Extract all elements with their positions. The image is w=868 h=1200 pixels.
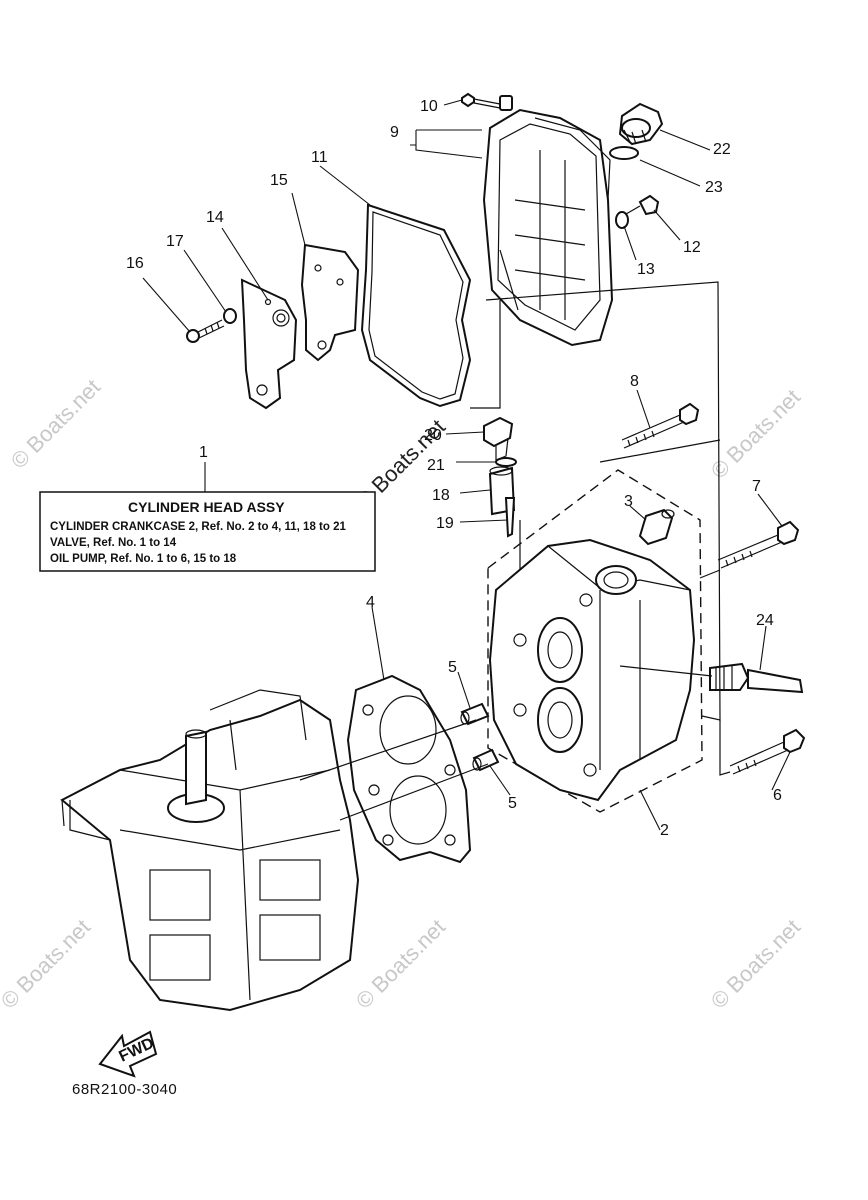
callout-16: 16 xyxy=(126,255,144,272)
legend-line-1: CYLINDER CRANKCASE 2, Ref. No. 2 to 4, 1… xyxy=(50,521,346,533)
callout-14: 14 xyxy=(206,209,224,226)
part-22-oil-cap xyxy=(618,102,664,146)
legend-box: 1 CYLINDER HEAD ASSY CYLINDER CRANKCASE … xyxy=(39,444,376,572)
part-10-bolt xyxy=(461,92,513,111)
callout-13: 13 xyxy=(637,261,655,278)
callout-4: 4 xyxy=(366,594,375,611)
callout-20: 20 xyxy=(424,427,442,444)
fwd-arrow-icon: FWD xyxy=(98,1030,158,1078)
part-14-plate xyxy=(240,278,298,410)
part-17-washer xyxy=(223,308,237,324)
part-12-bolt xyxy=(625,194,660,216)
part-20-plug xyxy=(483,416,514,461)
callout-19: 19 xyxy=(436,515,454,532)
part-6-bolt xyxy=(729,728,806,775)
part-15-plate-gasket xyxy=(300,243,360,362)
callout-6: 6 xyxy=(773,787,782,804)
part-7-bolt xyxy=(717,520,800,569)
callout-10: 10 xyxy=(420,98,438,115)
crankcase-block xyxy=(60,689,360,1012)
part-3-dowel-pin xyxy=(638,508,675,546)
part-24-thermo-sensor xyxy=(709,662,804,694)
part-11-inner-edge xyxy=(368,211,464,400)
watermark-right-mid: © Boats.net xyxy=(706,384,805,483)
legend-frame xyxy=(39,491,376,572)
callout-18: 18 xyxy=(432,487,450,504)
callout-11: 11 xyxy=(311,149,328,166)
callout-23: 23 xyxy=(705,179,723,196)
part-21-o-ring xyxy=(495,457,517,467)
part-5-dowel-lower xyxy=(472,748,500,772)
callout-24: 24 xyxy=(756,612,774,629)
part-2-boundary xyxy=(487,469,703,813)
part-16-screw xyxy=(186,319,225,343)
callout-21: 21 xyxy=(427,457,445,474)
callout-5-upper: 5 xyxy=(448,659,457,676)
callout-1: 1 xyxy=(199,444,208,461)
part-23-o-ring xyxy=(609,146,639,160)
part-4-head-gasket xyxy=(346,674,472,864)
callout-3: 3 xyxy=(624,493,633,510)
part-9-cylinder-head-cover xyxy=(482,108,614,347)
callout-22: 22 xyxy=(713,141,731,158)
leader-lines xyxy=(142,99,791,831)
diagram-part-number: 68R2100-3040 xyxy=(72,1081,177,1098)
watermark-right-low: © Boats.net xyxy=(706,914,805,1013)
callout-2: 2 xyxy=(660,822,669,839)
callout-12: 12 xyxy=(683,239,701,256)
part-2-cylinder-head xyxy=(488,538,696,802)
watermark-left-mid: © Boats.net xyxy=(6,374,105,473)
part-13-washer xyxy=(615,211,629,229)
callout-5-lower: 5 xyxy=(508,795,517,812)
legend-line-3: OIL PUMP, Ref. No. 1 to 6, 15 to 18 xyxy=(50,553,237,565)
part-8-bolt xyxy=(621,402,700,449)
watermark-center-low: © Boats.net xyxy=(351,914,450,1013)
part-19-pin xyxy=(504,497,516,538)
callout-9: 9 xyxy=(390,124,399,141)
callout-17: 17 xyxy=(166,233,184,250)
legend-line-2: VALVE, Ref. No. 1 to 14 xyxy=(50,537,177,549)
watermark-left-low: © Boats.net xyxy=(0,914,95,1013)
callout-15: 15 xyxy=(270,172,288,189)
callout-7: 7 xyxy=(752,478,761,495)
callout-labels: 10 9 11 15 14 17 16 22 23 12 13 8 20 21 … xyxy=(126,98,782,839)
callout-8: 8 xyxy=(630,373,639,390)
legend-title: CYLINDER HEAD ASSY xyxy=(128,499,285,515)
part-11-cover-gasket xyxy=(360,203,472,408)
